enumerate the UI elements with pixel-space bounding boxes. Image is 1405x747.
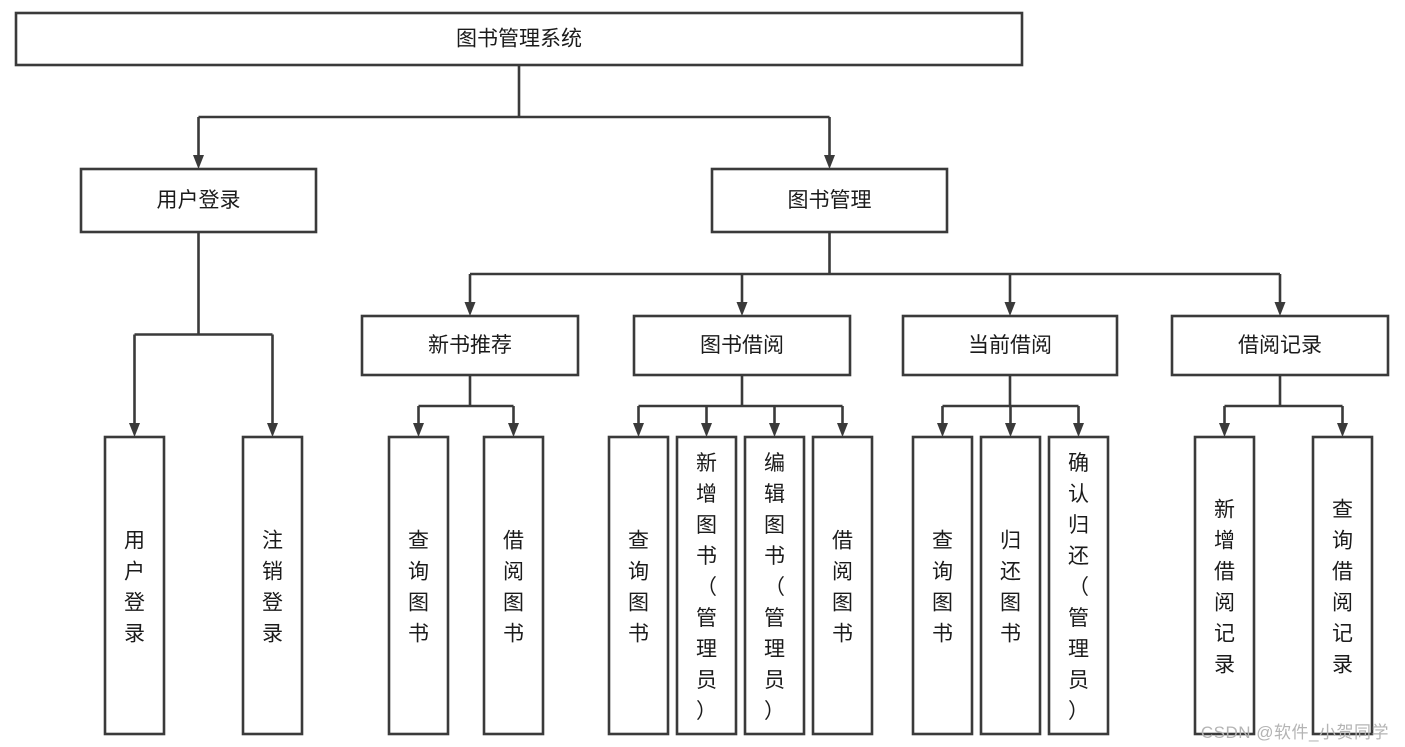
- node-label: 图书管理系统: [456, 28, 582, 51]
- node-root[interactable]: 图书管理系统: [14, 11, 1024, 67]
- node-box: [1311, 435, 1374, 736]
- node-box: [901, 314, 1119, 377]
- node-label: 借阅记录: [1238, 334, 1322, 357]
- node-box: [675, 435, 738, 736]
- arrow-head-icon: [824, 155, 835, 169]
- node-box: [14, 11, 1024, 67]
- node-label: 查询图书: [932, 530, 953, 646]
- node-layer: 图书管理系统用户登录图书管理新书推荐图书借阅当前借阅借阅记录用户登录注销登录查询…: [14, 11, 1390, 736]
- node-current-borrow[interactable]: 当前借阅: [901, 314, 1119, 377]
- node-box: [632, 314, 852, 377]
- node-label: 查询借阅记录: [1332, 499, 1353, 677]
- node-label: 确认归还（管理员）: [1068, 452, 1089, 723]
- arrow-head-icon: [701, 423, 712, 437]
- node-box: [911, 435, 974, 736]
- node-leaf-query-book-3[interactable]: 查询图书: [911, 435, 974, 736]
- node-label: 新增借阅记录: [1214, 499, 1235, 677]
- node-box: [360, 314, 580, 377]
- node-label: 用户登录: [157, 189, 241, 212]
- node-leaf-edit-book[interactable]: 编辑图书（管理员）: [743, 435, 806, 736]
- node-label: 用户登录: [124, 530, 145, 646]
- node-label: 查询图书: [628, 530, 649, 646]
- node-box: [1193, 435, 1256, 736]
- node-box: [79, 167, 318, 234]
- node-label: 归还图书: [1000, 530, 1021, 646]
- node-label: 新书推荐: [428, 334, 512, 357]
- node-label: 借阅图书: [832, 530, 853, 646]
- node-label: 查询图书: [408, 530, 429, 646]
- node-box: [607, 435, 670, 736]
- node-box: [241, 435, 304, 736]
- node-leaf-query-book-2[interactable]: 查询图书: [607, 435, 670, 736]
- node-box: [103, 435, 166, 736]
- node-borrow-record[interactable]: 借阅记录: [1170, 314, 1390, 377]
- node-label: 编辑图书（管理员）: [764, 452, 785, 723]
- arrow-head-icon: [633, 423, 644, 437]
- arrow-head-icon: [937, 423, 948, 437]
- node-leaf-logout[interactable]: 注销登录: [241, 435, 304, 736]
- arrow-head-icon: [837, 423, 848, 437]
- node-leaf-borrow-book-1[interactable]: 借阅图书: [482, 435, 545, 736]
- arrow-head-icon: [1005, 423, 1016, 437]
- node-label: 当前借阅: [968, 334, 1052, 357]
- arrow-head-icon: [1274, 302, 1286, 316]
- connector-layer: [129, 65, 1348, 437]
- node-box: [1170, 314, 1390, 377]
- arrow-head-icon: [193, 155, 204, 169]
- node-box: [387, 435, 450, 736]
- node-leaf-add-book[interactable]: 新增图书（管理员）: [675, 435, 738, 736]
- arrow-head-icon: [1337, 423, 1348, 437]
- node-leaf-confirm-return[interactable]: 确认归还（管理员）: [1047, 435, 1110, 736]
- node-leaf-borrow-book-2[interactable]: 借阅图书: [811, 435, 874, 736]
- node-leaf-user-login[interactable]: 用户登录: [103, 435, 166, 736]
- node-box: [482, 435, 545, 736]
- arrow-head-icon: [129, 423, 140, 437]
- node-label: 新增图书（管理员）: [696, 452, 717, 723]
- arrow-head-icon: [508, 423, 519, 437]
- node-new-book-rec[interactable]: 新书推荐: [360, 314, 580, 377]
- node-box: [1047, 435, 1110, 736]
- node-box: [811, 435, 874, 736]
- arrow-head-icon: [1073, 423, 1084, 437]
- node-label: 注销登录: [262, 530, 283, 646]
- arrow-head-icon: [736, 302, 748, 316]
- watermark-label: CSDN @软件_小贺同学: [1200, 723, 1389, 742]
- node-box: [710, 167, 949, 234]
- arrow-head-icon: [1004, 302, 1016, 316]
- node-box: [979, 435, 1042, 736]
- node-label: 图书借阅: [700, 334, 784, 357]
- node-book-manage[interactable]: 图书管理: [710, 167, 949, 234]
- node-user-login[interactable]: 用户登录: [79, 167, 318, 234]
- arrow-head-icon: [1219, 423, 1230, 437]
- node-label: 借阅图书: [503, 530, 524, 646]
- arrow-head-icon: [769, 423, 780, 437]
- node-leaf-return-book[interactable]: 归还图书: [979, 435, 1042, 736]
- node-leaf-query-record[interactable]: 查询借阅记录: [1311, 435, 1374, 736]
- node-book-borrow[interactable]: 图书借阅: [632, 314, 852, 377]
- arrow-head-icon: [464, 302, 476, 316]
- node-leaf-query-book-1[interactable]: 查询图书: [387, 435, 450, 736]
- node-label: 图书管理: [788, 189, 872, 212]
- arrow-head-icon: [267, 423, 278, 437]
- arrow-head-icon: [413, 423, 424, 437]
- node-leaf-add-record[interactable]: 新增借阅记录: [1193, 435, 1256, 736]
- node-box: [743, 435, 806, 736]
